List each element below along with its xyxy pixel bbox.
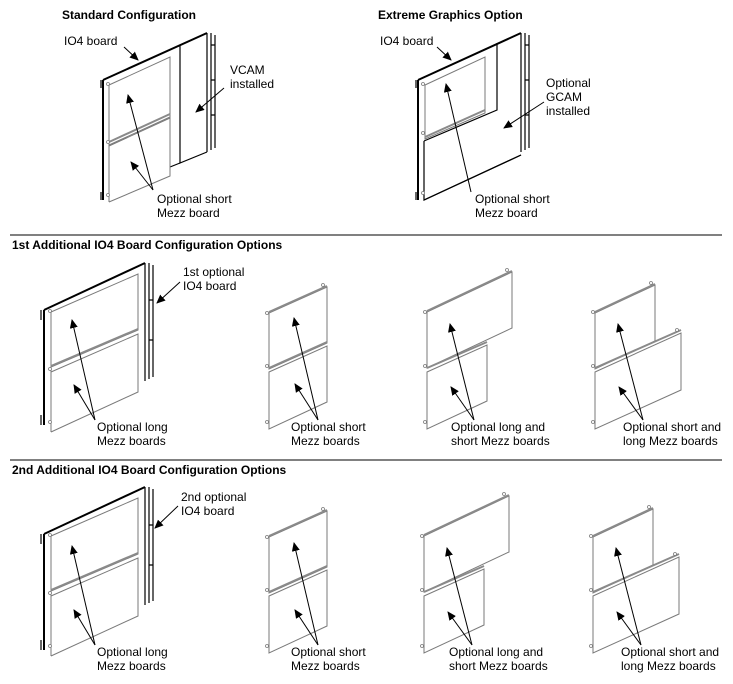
first-opt3-label-line2: short Mezz boards bbox=[451, 434, 550, 448]
extreme-module-label-line3: installed bbox=[546, 104, 590, 118]
first-opt3-arrow-lower bbox=[450, 386, 475, 421]
second-opt1-label-line2: Mezz boards bbox=[97, 659, 166, 673]
second-opt2-arrow-upper bbox=[291, 542, 319, 646]
first-opt1-arrow-lower bbox=[73, 384, 96, 421]
first-option-long-drawing bbox=[40, 262, 154, 433]
first-opt4-label-line2: long Mezz boards bbox=[623, 434, 718, 448]
first-opt1-label-line2: Mezz boards bbox=[97, 434, 166, 448]
first-opt4-arrow-lower bbox=[618, 386, 644, 421]
second-opt3-label-line2: short Mezz boards bbox=[449, 659, 548, 673]
second-opt1-arrow-lower bbox=[73, 609, 96, 646]
extreme-graphics-title: Extreme Graphics Option bbox=[378, 8, 523, 22]
standard-io4-board-label: IO4 board bbox=[64, 34, 117, 48]
extreme-mezz-label-line1: Optional short bbox=[475, 192, 550, 206]
second-opt2-label-line1: Optional short bbox=[291, 645, 366, 659]
second-board-arrow bbox=[154, 505, 179, 529]
second-option-long-drawing bbox=[40, 486, 154, 657]
standard-mezz-arrow-upper bbox=[126, 94, 154, 191]
standard-io4-board-arrow bbox=[123, 46, 139, 61]
first-board-arrow bbox=[156, 281, 181, 304]
second-opt4-label-line1: Optional short and bbox=[621, 645, 719, 659]
second-opt2-arrow-lower bbox=[294, 609, 319, 646]
standard-mezz-label-line1: Optional short bbox=[157, 192, 232, 206]
first-opt3-label-line1: Optional long and bbox=[451, 420, 545, 434]
standard-module-label-line1: VCAM bbox=[230, 63, 265, 77]
second-opt4-arrow-lower bbox=[616, 611, 642, 646]
second-option-short-drawing bbox=[265, 507, 328, 654]
second-opt4-label-line2: long Mezz boards bbox=[621, 659, 716, 673]
first-board-label-line1: 1st optional bbox=[183, 265, 244, 279]
second-additional-section: 2nd Additional IO4 Board Configuration O… bbox=[12, 463, 719, 673]
second-option-short-long-drawing bbox=[589, 505, 680, 654]
extreme-module-label-line1: Optional bbox=[546, 76, 591, 90]
first-opt4-label-line1: Optional short and bbox=[623, 420, 721, 434]
standard-io4-board-drawing bbox=[100, 32, 216, 203]
first-board-label-line2: IO4 board bbox=[183, 279, 236, 293]
first-opt2-label-line1: Optional short bbox=[291, 420, 366, 434]
first-opt3-arrow-upper bbox=[448, 323, 475, 421]
standard-configuration-title: Standard Configuration bbox=[62, 8, 196, 22]
extreme-module-arrow bbox=[503, 101, 545, 129]
extreme-mezz-label-line2: Mezz board bbox=[475, 206, 538, 220]
second-option-long-short-drawing bbox=[420, 492, 510, 654]
extreme-graphics-section: Extreme Graphics Option IO4 board Option… bbox=[378, 8, 591, 220]
first-opt2-arrow-lower bbox=[294, 383, 319, 421]
second-opt1-label-line1: Optional long bbox=[97, 645, 168, 659]
first-opt1-label-line1: Optional long bbox=[97, 420, 168, 434]
extreme-module-label-line2: GCAM bbox=[546, 90, 582, 104]
second-board-label-line2: IO4 board bbox=[181, 504, 234, 518]
first-additional-title: 1st Additional IO4 Board Configuration O… bbox=[12, 238, 283, 252]
first-option-short-long-drawing bbox=[591, 281, 682, 430]
second-additional-title: 2nd Additional IO4 Board Configuration O… bbox=[12, 463, 287, 477]
standard-module-label-line2: installed bbox=[230, 77, 274, 91]
first-additional-section: 1st Additional IO4 Board Configuration O… bbox=[12, 238, 721, 448]
first-opt2-label-line2: Mezz boards bbox=[291, 434, 360, 448]
standard-mezz-label-line2: Mezz board bbox=[157, 206, 220, 220]
first-opt2-arrow-upper bbox=[291, 317, 319, 421]
standard-mezz-arrow-lower bbox=[130, 161, 154, 191]
first-option-long-short-drawing bbox=[423, 268, 513, 430]
second-opt2-label-line2: Mezz boards bbox=[291, 659, 360, 673]
standard-module-arrow bbox=[195, 87, 225, 113]
extreme-io4-board-label: IO4 board bbox=[380, 34, 433, 48]
extreme-mezz-arrow bbox=[443, 83, 472, 193]
first-opt1-arrow-upper bbox=[69, 319, 96, 421]
second-opt1-arrow-upper bbox=[69, 545, 96, 646]
extreme-io4-board-arrow bbox=[436, 46, 452, 61]
second-opt3-arrow-lower bbox=[447, 611, 473, 646]
second-board-label-line1: 2nd optional bbox=[181, 490, 246, 504]
second-opt3-arrow-upper bbox=[445, 547, 473, 646]
first-option-short-drawing bbox=[265, 283, 328, 430]
first-opt4-arrow-upper bbox=[616, 323, 644, 421]
standard-configuration-section: Standard Configuration IO4 board bbox=[62, 8, 274, 220]
extreme-io4-board-drawing bbox=[415, 32, 530, 201]
second-opt3-label-line1: Optional long and bbox=[449, 645, 543, 659]
second-opt4-arrow-upper bbox=[614, 547, 642, 646]
